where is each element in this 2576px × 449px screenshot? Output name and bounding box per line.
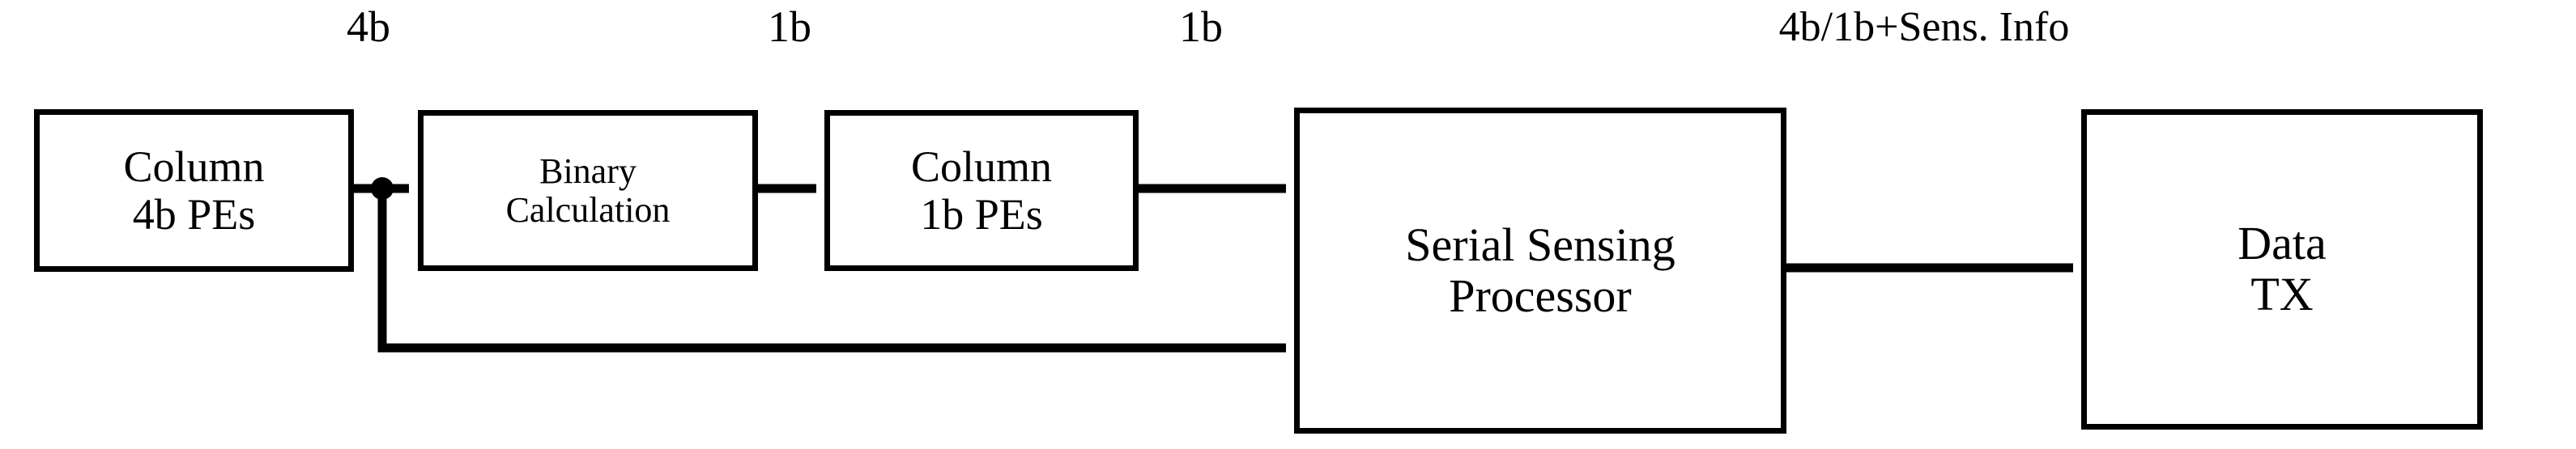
block-column-1b-pes[interactable]: Column 1b PEs [824, 110, 1139, 271]
block-column-4b-pes-line2: 4b PEs [132, 189, 256, 239]
block-binary-calculation-line1: Binary [539, 150, 637, 191]
connector-column4b-to-serial-processor [377, 188, 1287, 353]
edge-label-processor-to-datatx: 4b/1b+Sens. Info [1778, 4, 2070, 50]
block-column-1b-pes-line1: Column [910, 142, 1053, 192]
block-binary-calculation[interactable]: Binary Calculation [418, 110, 758, 271]
block-column-1b-pes-line2: 1b PEs [920, 189, 1043, 239]
edge-label-1b-binary-to-column1b: 1b [768, 2, 811, 51]
block-serial-sensing-processor-line2: Processor [1449, 269, 1632, 322]
block-serial-sensing-processor[interactable]: Serial Sensing Processor [1294, 108, 1786, 434]
block-serial-sensing-processor-line1: Serial Sensing [1405, 218, 1675, 271]
block-column-4b-pes-line1: Column [123, 142, 265, 192]
block-data-tx[interactable]: Data TX [2081, 109, 2483, 430]
block-data-tx-line2: TX [2250, 268, 2314, 320]
block-data-tx-line1: Data [2238, 217, 2327, 270]
block-column-4b-pes[interactable]: Column 4b PEs [34, 109, 354, 272]
block-binary-calculation-line2: Calculation [505, 189, 671, 230]
edge-label-1b-column1b-to-processor: 1b [1179, 2, 1223, 51]
edge-label-4b-column-to-binary: 4b [347, 2, 390, 51]
